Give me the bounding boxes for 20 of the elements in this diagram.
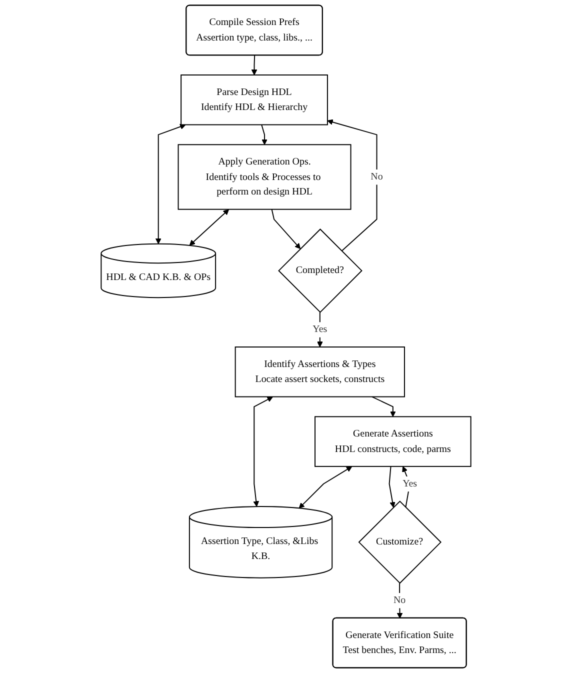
arrow (271, 208, 301, 250)
node-box: Apply Generation Ops. Identify tools & Processes to perform on design HDL (178, 144, 352, 210)
arrow (253, 396, 273, 507)
node-box: Generate Assertions HDL constructs, code, parms (314, 416, 472, 467)
node-diamond: Customize? (358, 500, 442, 584)
arrow (388, 466, 396, 508)
node-box: Identify Assertions & Types Locate assert sockets, constructs (234, 346, 405, 398)
edge-label: No (370, 172, 383, 182)
node-box: Parse Design HDL Identify HDL & Hierarchy (180, 74, 328, 126)
edge-label: No (393, 595, 406, 606)
edge-label: Yes (312, 324, 328, 335)
arrow (155, 124, 186, 244)
arrow (261, 124, 268, 145)
arrow (372, 396, 396, 417)
arrow (251, 54, 258, 76)
node-diamond: Completed? (278, 228, 362, 313)
edge-label: Yes (402, 478, 418, 489)
arrow (327, 119, 378, 252)
arrow (298, 466, 352, 508)
arrow (189, 209, 230, 246)
